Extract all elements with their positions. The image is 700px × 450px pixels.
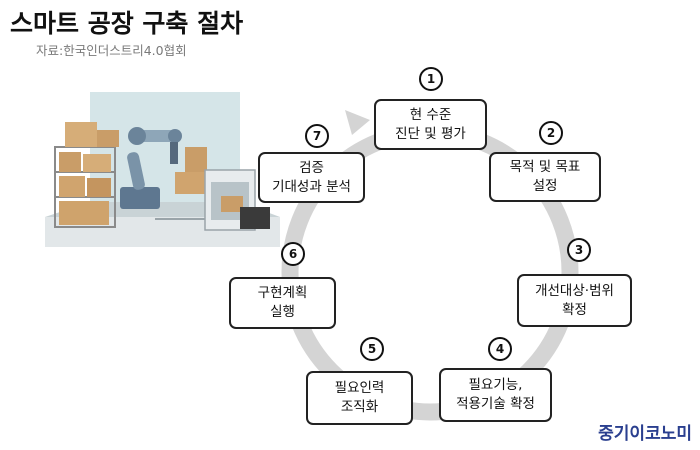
cycle-arrow-head <box>345 110 370 135</box>
step-3-line1: 개선대상·범위 <box>535 282 614 299</box>
step-2-line2: 설정 <box>532 178 558 194</box>
step-6-line1: 구현계획 <box>257 285 308 301</box>
step-5-box: 필요인력 조직화 <box>306 371 413 425</box>
step-3-line2: 확정 <box>562 301 587 318</box>
step-6-line2: 실행 <box>270 304 295 320</box>
step-1-line2: 진단 및 평가 <box>395 125 466 142</box>
step-2-number: 2 <box>539 121 563 145</box>
page-title: 스마트 공장 구축 절차 <box>10 9 244 38</box>
brand-logo: 중기이코노미 <box>598 424 692 444</box>
step-1-line1: 현 수준 <box>409 106 452 123</box>
step-7-box: 검증 기대성과 분석 <box>258 152 365 203</box>
step-4-line2: 적용기술 확정 <box>456 396 535 412</box>
step-5-line2: 조직화 <box>340 399 379 415</box>
step-1-number: 1 <box>419 67 443 91</box>
step-7-number: 7 <box>305 124 329 148</box>
step-4-line1: 필요기능, <box>468 377 523 393</box>
step-5-number: 5 <box>360 337 384 361</box>
step-3-box: 개선대상·범위 확정 <box>517 274 632 327</box>
step-6-number: 6 <box>281 242 305 266</box>
step-5-line1: 필요인력 <box>334 380 385 396</box>
step-3-number: 3 <box>567 238 591 262</box>
step-4-box: 필요기능, 적용기술 확정 <box>439 368 552 422</box>
step-7-line1: 검증 <box>299 159 324 176</box>
step-1-box: 현 수준 진단 및 평가 <box>374 99 487 150</box>
source-caption: 자료:한국인더스트리4.0협회 <box>36 43 187 58</box>
step-2-box: 목적 및 목표 설정 <box>489 152 601 202</box>
factory-robot-arm-illustration <box>45 92 280 247</box>
step-7-line2: 기대성과 분석 <box>272 178 351 195</box>
step-4-number: 4 <box>488 337 512 361</box>
step-6-box: 구현계획 실행 <box>229 277 336 329</box>
step-2-line1: 목적 및 목표 <box>509 159 581 175</box>
